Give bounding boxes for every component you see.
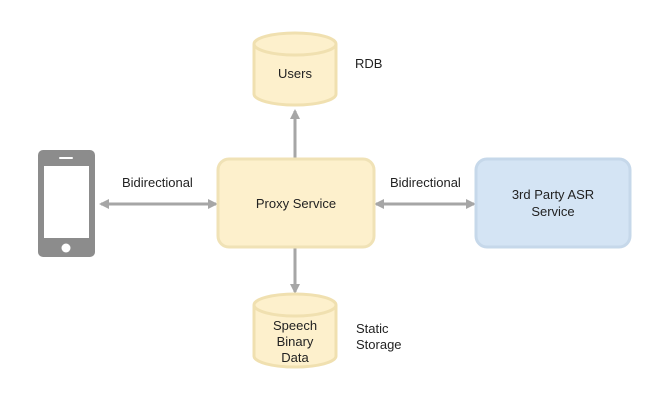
phone-screen [44,166,89,238]
static-storage-annotation-line2: Storage [356,337,402,352]
phone-speaker [59,157,73,159]
connectors [99,109,476,294]
users-label: Users [278,66,312,81]
smartphone-icon [38,150,95,257]
storage-cylinder-top [252,292,338,318]
phone-proxy-edge-label: Bidirectional [122,175,193,190]
asr-label-line2: Service [531,204,574,219]
speech-storage-database: Speech Binary Data [252,292,338,369]
storage-label-line3: Data [281,350,309,365]
proxy-service-label: Proxy Service [256,196,336,211]
storage-label-line2: Binary [277,334,314,349]
users-cylinder-body [252,44,338,107]
rdb-annotation: RDB [355,56,382,71]
asr-service-node: 3rd Party ASR Service [474,157,632,249]
phone-home-button [61,243,71,253]
asr-label-line1: 3rd Party ASR [512,187,594,202]
static-storage-annotation-line1: Static [356,321,389,336]
proxy-asr-edge-label: Bidirectional [390,175,461,190]
users-cylinder-top [252,31,338,57]
asr-service-box [474,157,632,249]
storage-cylinder-body [252,305,338,369]
users-database: Users [252,31,338,107]
proxy-service-node: Proxy Service [216,157,376,249]
proxy-service-box [216,157,376,249]
storage-label-line1: Speech [273,318,317,333]
